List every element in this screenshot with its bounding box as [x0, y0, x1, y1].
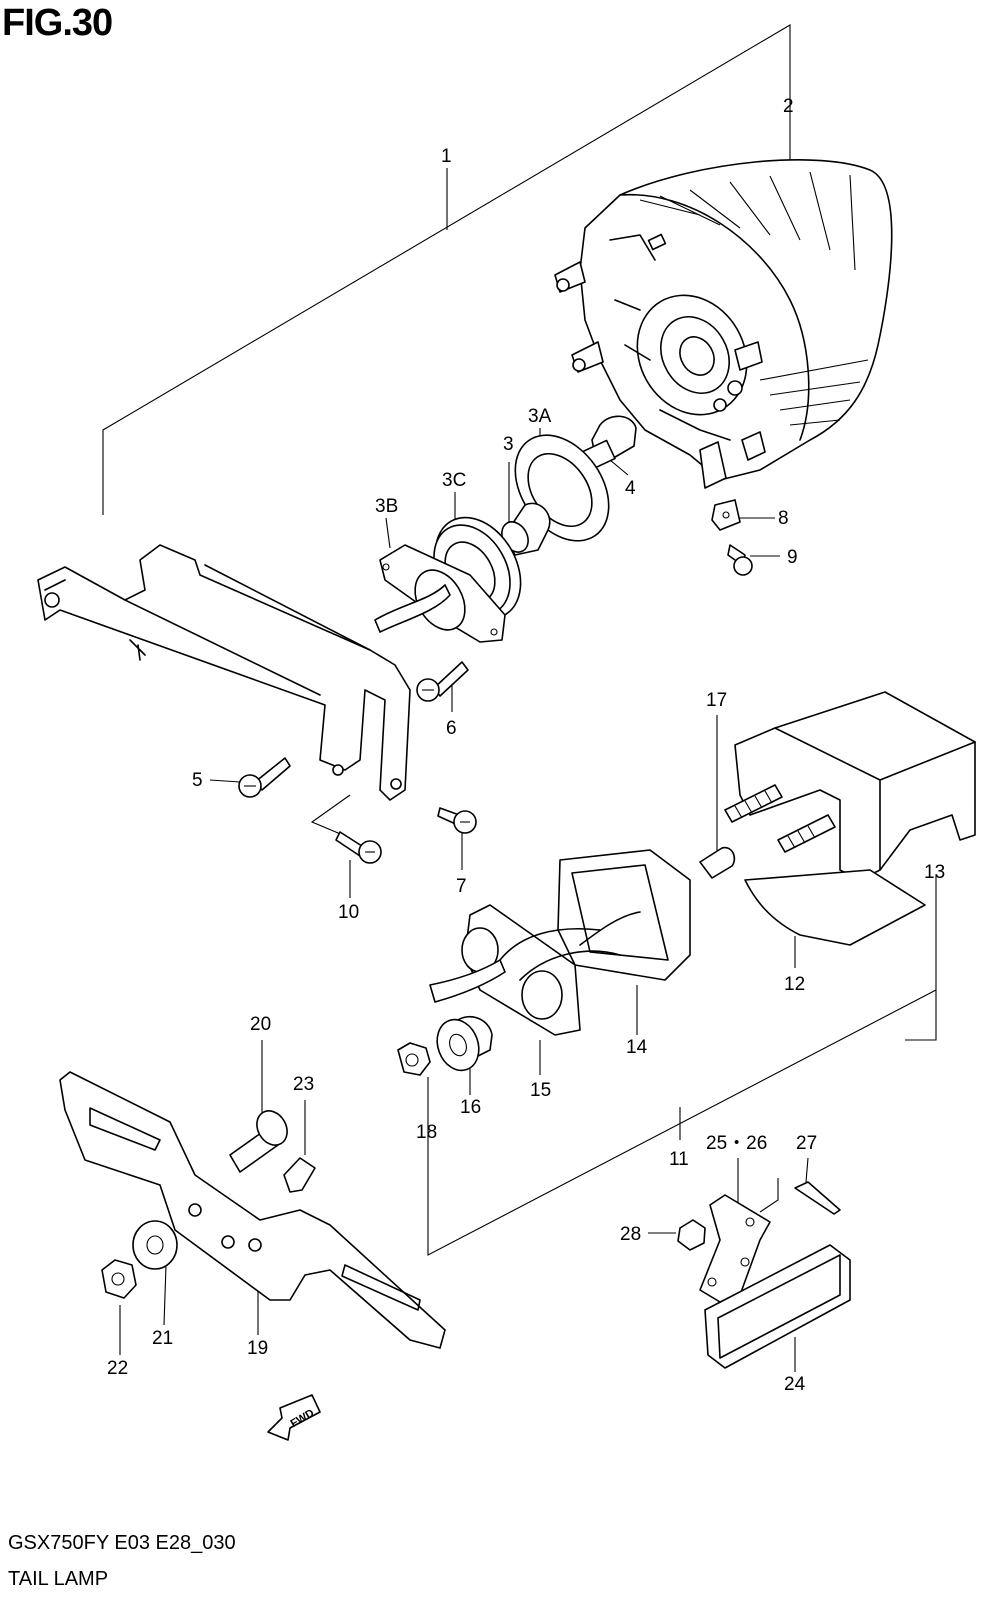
- callout-19: 19: [247, 1338, 268, 1359]
- callout-17: 17: [706, 690, 727, 711]
- fwd-arrow: FWD: [267, 1394, 321, 1441]
- lamp-gasket: [557, 849, 691, 981]
- seal-ring: [433, 516, 522, 620]
- figure-title: FIG.30: [2, 2, 113, 44]
- rivet-27: [794, 1181, 841, 1215]
- callout-1: 1: [441, 146, 452, 167]
- leader-lines: [102, 24, 937, 1372]
- callout-16: 16: [460, 1097, 481, 1118]
- callout-25-26: 25・26: [706, 1133, 767, 1154]
- callout-27: 27: [796, 1133, 817, 1154]
- callout-10: 10: [338, 902, 359, 923]
- small-bulb: [699, 846, 736, 879]
- nut-28: [677, 1219, 706, 1251]
- callout-14: 14: [626, 1037, 648, 1058]
- grommet-23: [283, 1157, 316, 1193]
- callout-22: 22: [107, 1358, 128, 1379]
- assembly-name: TAIL LAMP: [8, 1568, 109, 1590]
- screw-9: [727, 544, 753, 576]
- nut-22: [101, 1259, 137, 1299]
- reflector-24: [704, 1244, 851, 1369]
- license-lamp-lens: [744, 869, 926, 946]
- bulb: [582, 415, 637, 471]
- socket-plate: [374, 544, 506, 643]
- callout-numbers: 1 2 3 3A 3B 3C 4 5 6 7 8 9 10 11 12 13 1…: [107, 96, 945, 1395]
- model-code: GSX750FY E03 E28_030: [8, 1532, 236, 1554]
- screw-6: [416, 661, 469, 702]
- callout-15: 15: [530, 1080, 551, 1101]
- callout-3c: 3C: [442, 470, 466, 491]
- callout-5: 5: [192, 770, 203, 791]
- license-bracket-19: [59, 1071, 446, 1349]
- main-bracket: [37, 544, 411, 801]
- callout-24: 24: [784, 1374, 806, 1395]
- nut-18: [397, 1042, 431, 1076]
- callout-3: 3: [503, 434, 514, 455]
- license-lamp-socket: [429, 904, 621, 1036]
- screw-5: [238, 757, 291, 798]
- callout-9: 9: [787, 547, 798, 568]
- callout-4: 4: [625, 478, 636, 499]
- callout-28: 28: [620, 1224, 641, 1245]
- clip-8: [711, 499, 741, 531]
- callout-6: 6: [446, 718, 457, 739]
- callout-8: 8: [778, 508, 789, 529]
- screw-7: [437, 807, 477, 834]
- callout-21: 21: [152, 1328, 173, 1349]
- callout-11: 11: [669, 1149, 689, 1170]
- callout-20: 20: [250, 1014, 271, 1035]
- callout-13: 13: [924, 862, 945, 883]
- callout-7: 7: [456, 876, 467, 897]
- callout-3a: 3A: [528, 406, 552, 427]
- license-lamp-housing: [724, 691, 976, 881]
- callout-18: 18: [416, 1122, 437, 1143]
- callout-2: 2: [783, 96, 794, 117]
- screw-10: [335, 831, 382, 864]
- grommet-16: [436, 1016, 493, 1072]
- tail-lamp-housing: [554, 159, 893, 489]
- washer-21: [132, 1220, 178, 1270]
- callout-12: 12: [784, 974, 805, 995]
- callout-23: 23: [293, 1074, 314, 1095]
- bolt-20: [229, 1110, 288, 1173]
- callout-3b: 3B: [375, 496, 398, 517]
